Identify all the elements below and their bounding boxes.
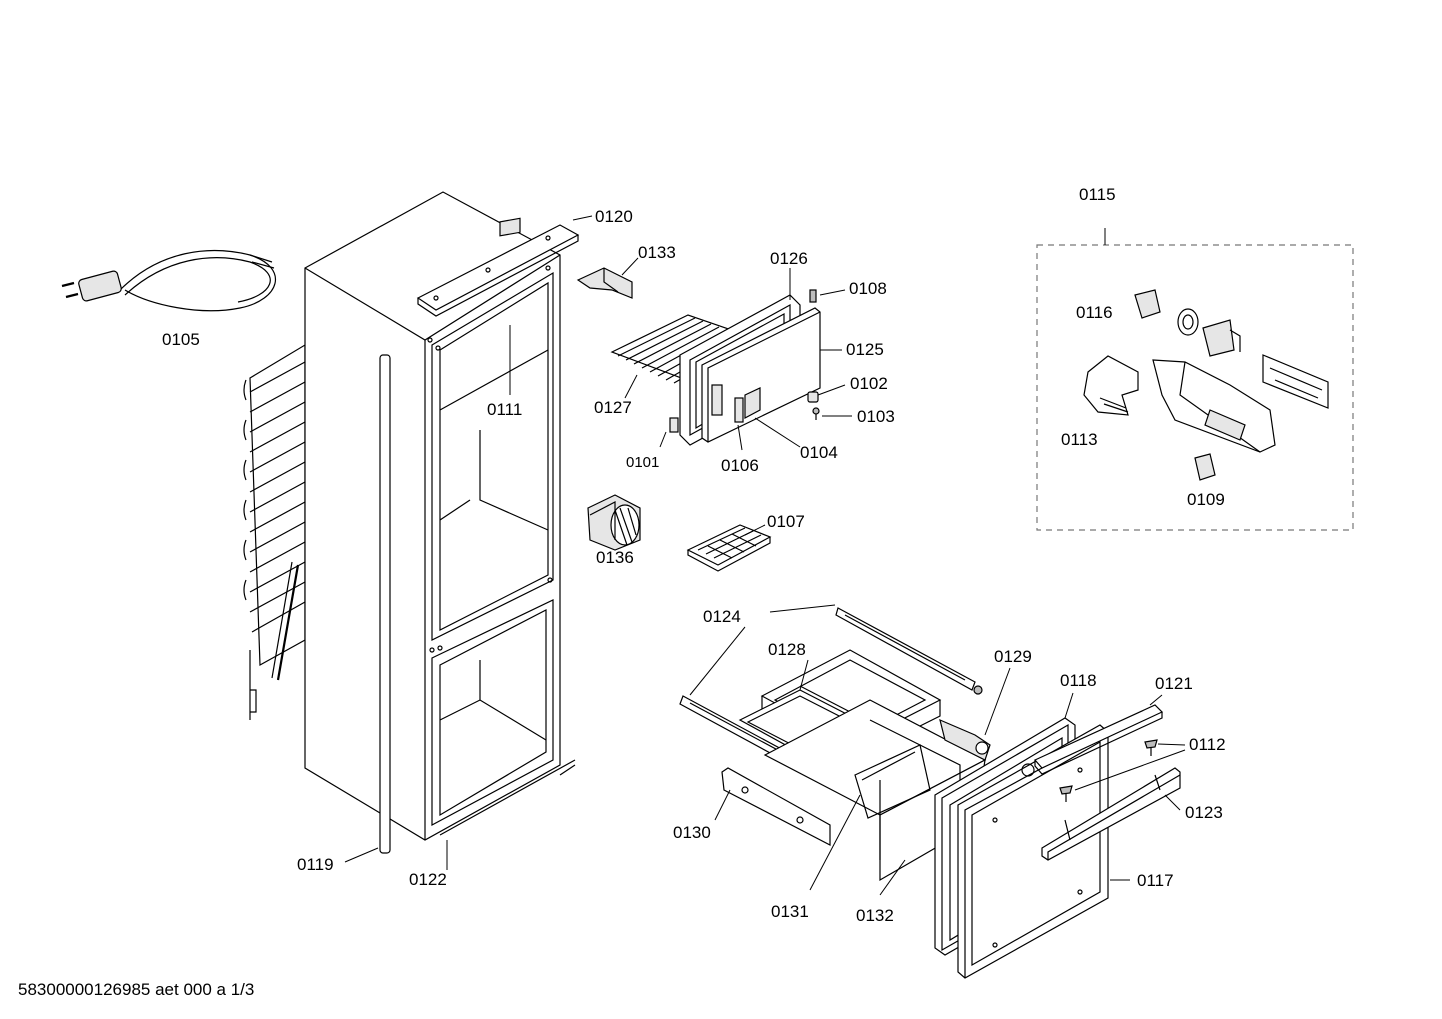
rail-0123 <box>1041 767 1181 861</box>
screws-0112 <box>1059 739 1158 802</box>
small-parts <box>669 289 820 433</box>
power-cord-0105 <box>61 250 277 312</box>
label-0108: 0108 <box>849 279 887 298</box>
label-0118: 0118 <box>1060 671 1097 690</box>
label-0133: 0133 <box>638 243 676 262</box>
label-0130: 0130 <box>673 823 711 842</box>
top-bracket-0120 <box>416 224 580 317</box>
label-0120: 0120 <box>595 207 633 226</box>
label-0102: 0102 <box>850 374 888 393</box>
fan-0136 <box>587 494 641 551</box>
label-0113: 0113 <box>1061 430 1098 449</box>
label-0116: 0116 <box>1076 303 1113 322</box>
label-0124: 0124 <box>703 607 741 626</box>
label-0128: 0128 <box>768 640 806 659</box>
light-assembly-group-0115 <box>1036 228 1354 531</box>
label-0131: 0131 <box>771 902 809 921</box>
condenser-coil <box>243 343 306 720</box>
label-0125: 0125 <box>846 340 884 359</box>
label-0104: 0104 <box>800 443 838 462</box>
label-0117: 0117 <box>1137 871 1174 890</box>
label-0126: 0126 <box>770 249 808 268</box>
panel-0125 <box>701 307 821 443</box>
label-0109: 0109 <box>1187 490 1225 509</box>
label-0119: 0119 <box>297 855 334 874</box>
label-0101: 0101 <box>626 454 659 471</box>
cabinet <box>304 191 576 841</box>
handle-0121 <box>1034 704 1164 775</box>
label-0121: 0121 <box>1155 674 1193 693</box>
seal-strip-0119 <box>379 354 391 854</box>
label-0111: 0111 <box>487 400 522 419</box>
label-0129: 0129 <box>994 647 1032 666</box>
label-0115: 0115 <box>1079 185 1116 204</box>
label-0123: 0123 <box>1185 803 1223 822</box>
document-id-footer: 58300000126985 aet 000 a 1/3 <box>18 980 255 999</box>
label-0122: 0122 <box>409 870 447 889</box>
part-labels: 0105 0120 0133 0126 0108 0125 0102 0103 … <box>162 185 1226 925</box>
label-0103: 0103 <box>857 407 895 426</box>
label-0107: 0107 <box>767 512 805 531</box>
label-0105: 0105 <box>162 330 200 349</box>
label-0132: 0132 <box>856 906 894 925</box>
label-0127: 0127 <box>594 398 632 417</box>
label-0136: 0136 <box>596 548 634 567</box>
leader-lines <box>344 215 1186 896</box>
clip-0133 <box>576 267 633 299</box>
ice-tray-0107 <box>686 524 772 572</box>
freezer-assembly <box>679 607 991 882</box>
label-0106: 0106 <box>721 456 759 475</box>
label-0112: 0112 <box>1189 735 1226 754</box>
